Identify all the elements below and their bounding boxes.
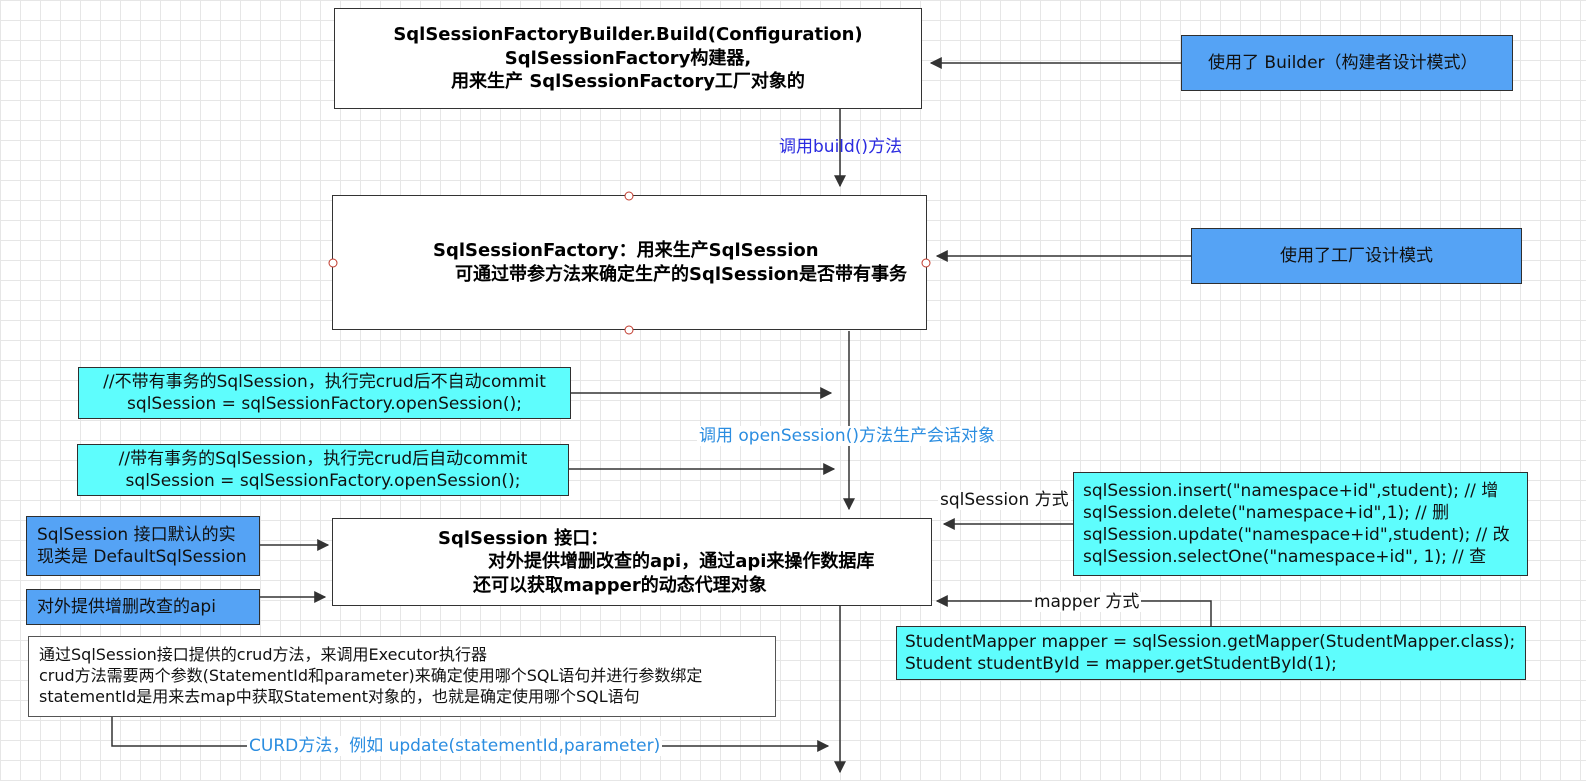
factory-pattern-note: 使用了工厂设计模式 xyxy=(1191,228,1522,284)
crud-delete-line: sqlSession.delete("namespace+id",1); // … xyxy=(1083,502,1450,523)
builder-pattern-note: 使用了 Builder（构建者设计模式） xyxy=(1181,35,1513,91)
session-line-1: SqlSession 接口： xyxy=(438,527,609,549)
open-session-label: 调用 openSession()方法生产会话对象 xyxy=(697,426,997,447)
executor-note: 通过SqlSession接口提供的crud方法，来调用Executor执行器 c… xyxy=(28,636,776,717)
session-box: SqlSession 接口： 对外提供增删改查的api，通过api来操作数据库 … xyxy=(332,518,932,606)
factory-line-2: 可通过带参方法来确定生产的SqlSession是否带有事务 xyxy=(455,263,907,285)
api-note-text: 对外提供增删改查的api xyxy=(37,596,216,617)
tx-line-1: //带有事务的SqlSession，执行完crud后自动commit xyxy=(118,448,528,469)
no-tx-line-1: //不带有事务的SqlSession，执行完crud后不自动commit xyxy=(103,371,546,392)
builder-line-2: SqlSessionFactory构建器, xyxy=(504,47,752,69)
api-note: 对外提供增删改查的api xyxy=(26,589,260,625)
executor-line-1: 通过SqlSession接口提供的crud方法，来调用Executor执行器 xyxy=(39,645,487,665)
session-line-3: 还可以获取mapper的动态代理对象 xyxy=(473,574,767,596)
factory-box: SqlSessionFactory：用来生产SqlSession 可通过带参方法… xyxy=(332,195,927,330)
no-tx-note: //不带有事务的SqlSession，执行完crud后不自动commit sql… xyxy=(78,367,571,419)
builder-line-3: 用来生产 SqlSessionFactory工厂对象的 xyxy=(451,71,805,93)
builder-line-1: SqlSessionFactoryBuilder.Build(Configura… xyxy=(393,24,863,46)
factory-handle-right xyxy=(921,258,931,268)
default-impl-line-2: 现类是 DefaultSqlSession xyxy=(37,547,247,567)
curd-method-label: CURD方法，例如 update(statementId,parameter) xyxy=(247,736,663,757)
executor-line-2: crud方法需要两个参数(StatementId和parameter)来确定使用… xyxy=(39,666,703,686)
tx-line-2: sqlSession = sqlSessionFactory.openSessi… xyxy=(125,471,521,491)
default-impl-note: SqlSession 接口默认的实 现类是 DefaultSqlSession xyxy=(26,516,260,576)
mapper-line-1: StudentMapper mapper = sqlSession.getMap… xyxy=(905,631,1516,652)
build-call-label: 调用build()方法 xyxy=(779,137,903,157)
session-line-2: 对外提供增删改查的api，通过api来操作数据库 xyxy=(488,551,875,573)
no-tx-line-2: sqlSession = sqlSessionFactory.openSessi… xyxy=(127,394,522,414)
arrow-mapper-code xyxy=(935,595,1212,626)
default-impl-line-1: SqlSession 接口默认的实 xyxy=(37,524,236,545)
mapper-line-2: Student studentById = mapper.getStudentB… xyxy=(905,654,1337,674)
crud-code-box: sqlSession.insert("namespace+id",student… xyxy=(1073,472,1528,576)
crud-insert-line: sqlSession.insert("namespace+id",student… xyxy=(1083,480,1499,501)
factory-line-1: SqlSessionFactory：用来生产SqlSession xyxy=(433,240,819,262)
factory-handle-bottom xyxy=(624,325,634,335)
factory-handle-left xyxy=(328,258,338,268)
session-way-label: sqlSession 方式 xyxy=(938,490,1071,511)
executor-line-3: statementId是用来去map中获取Statement对象的，也就是确定使… xyxy=(39,686,640,706)
mapper-way-label: mapper 方式 xyxy=(1032,592,1142,613)
crud-update-line: sqlSession.update("namespace+id",student… xyxy=(1083,525,1510,545)
mapper-code-box: StudentMapper mapper = sqlSession.getMap… xyxy=(896,626,1526,680)
factory-handle-top xyxy=(624,191,634,201)
tx-note: //带有事务的SqlSession，执行完crud后自动commit sqlSe… xyxy=(77,444,569,496)
crud-select-line: sqlSession.selectOne("namespace+id", 1);… xyxy=(1083,547,1487,568)
factory-pattern-text: 使用了工厂设计模式 xyxy=(1280,245,1433,266)
builder-pattern-text: 使用了 Builder（构建者设计模式） xyxy=(1208,52,1478,73)
builder-box: SqlSessionFactoryBuilder.Build(Configura… xyxy=(334,8,922,109)
